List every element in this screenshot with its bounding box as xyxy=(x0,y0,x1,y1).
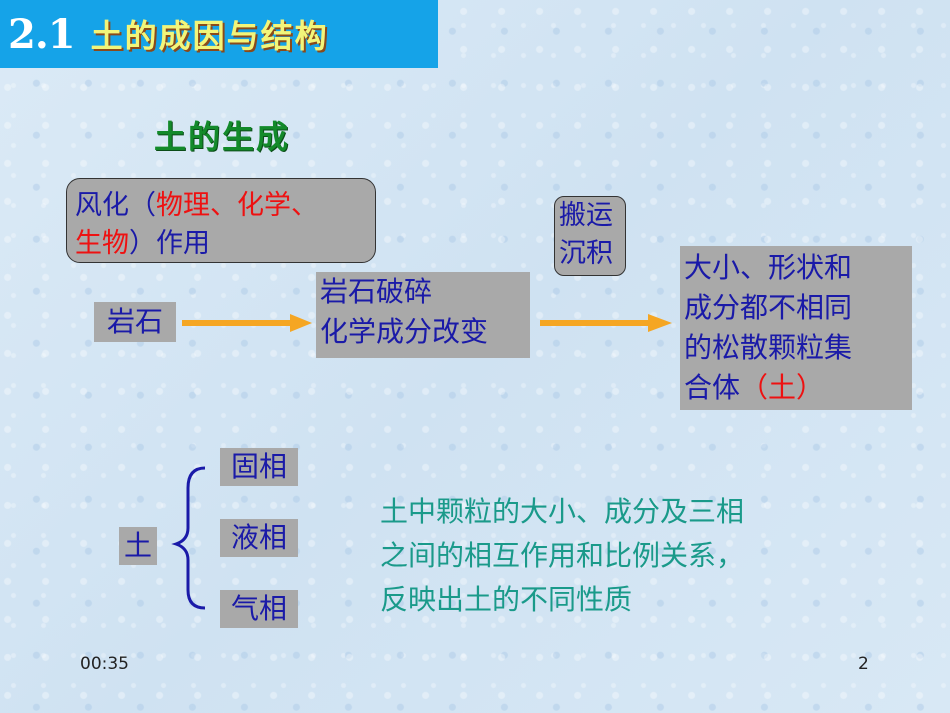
result-soil: （土） xyxy=(740,371,825,404)
result-line1: 大小、形状和 xyxy=(684,251,853,284)
broken-rock-box: 岩石破碎 化学成分改变 xyxy=(316,272,530,358)
transport-box: 搬运 沉积 xyxy=(554,196,626,276)
footer-time: 00:35 xyxy=(80,654,129,674)
weathering-suffix: ）作用 xyxy=(129,228,210,259)
title-bar: 2.1 土的成因与结构 xyxy=(0,0,438,68)
description-line3: 反映出土的不同性质 xyxy=(380,583,633,616)
description-line1: 土中颗粒的大小、成分及三相 xyxy=(380,495,745,528)
weathering-line2: 生物）作用 xyxy=(75,225,365,263)
title-text: 土的成因与结构 xyxy=(90,17,329,55)
weathering-prefix: 风化（ xyxy=(75,190,156,221)
weathering-types-cont: 生物 xyxy=(75,228,129,259)
transport-line1: 搬运 xyxy=(559,200,613,231)
phase-liquid: 液相 xyxy=(220,519,298,557)
phase-solid: 固相 xyxy=(220,448,298,486)
phase-gas: 气相 xyxy=(220,590,298,628)
result-line4-prefix: 合体 xyxy=(684,371,741,404)
title-number: 2.1 xyxy=(8,10,76,58)
weathering-box: 风化（物理、化学、 生物）作用 xyxy=(66,178,376,263)
result-line2: 成分都不相同 xyxy=(684,291,853,324)
rock-box: 岩石 xyxy=(94,302,176,342)
result-line4: 合体（土） xyxy=(684,368,912,408)
arrow-rock-to-broken xyxy=(182,314,312,332)
weathering-types: 物理、化学、 xyxy=(156,190,318,221)
result-box: 大小、形状和 成分都不相同 的松散颗粒集 合体（土） xyxy=(680,246,912,410)
arrow-broken-to-result xyxy=(540,314,672,332)
broken-line2: 化学成分改变 xyxy=(320,315,489,348)
transport-line2: 沉积 xyxy=(559,238,613,269)
result-line3: 的松散颗粒集 xyxy=(684,331,853,364)
page-number: 2 xyxy=(858,654,869,674)
soil-label: 土 xyxy=(119,527,157,565)
weathering-line1: 风化（物理、化学、 xyxy=(75,187,365,225)
broken-line1: 岩石破碎 xyxy=(320,275,433,308)
brace-icon xyxy=(171,466,206,610)
description-line2: 之间的相互作用和比例关系， xyxy=(380,539,745,572)
subtitle: 土的生成 xyxy=(154,118,291,156)
description: 土中颗粒的大小、成分及三相 之间的相互作用和比例关系， 反映出土的不同性质 xyxy=(380,490,744,622)
